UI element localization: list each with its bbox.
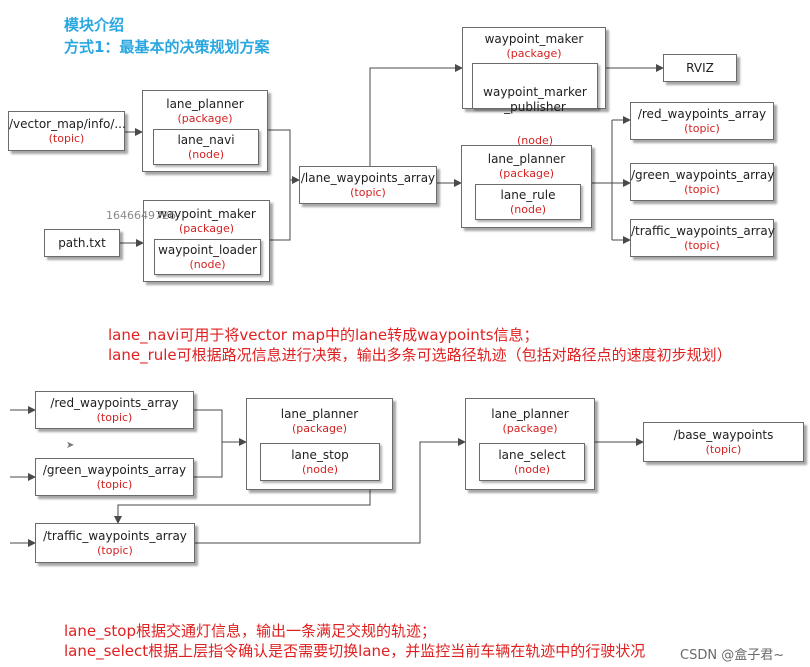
package-lane-planner-navi: lane_planner (package) lane_navi (node)	[142, 90, 268, 172]
package-waypoint-maker-loader: waypoint_maker (package) waypoint_loader…	[143, 200, 270, 282]
node-name: lane_rule	[500, 188, 556, 202]
node-waypoint-loader: waypoint_loader (node)	[154, 239, 261, 275]
edge-loader-merge	[270, 180, 291, 241]
tool-rviz: RVIZ	[663, 54, 737, 82]
topic-name: /red_waypoints_array	[50, 396, 179, 410]
description-lane-stop: lane_stop根据交通灯信息，输出一条满足交规的轨迹；	[64, 622, 436, 640]
topic-tag: (topic)	[684, 239, 720, 252]
topic-tag: (topic)	[684, 122, 720, 135]
node-name: waypoint_loader	[158, 243, 257, 257]
node-tag: (node)	[189, 258, 226, 271]
topic-tag: (topic)	[350, 186, 386, 199]
topic-green-waypoints-top: /green_waypoints_array (topic)	[630, 163, 774, 201]
node-name: waypoint_marker _publisher	[483, 85, 587, 114]
topic-tag: (topic)	[48, 132, 85, 145]
topic-tag: (topic)	[684, 183, 720, 196]
description-lane-navi: lane_navi可用于将vector map中的lane转成waypoints…	[108, 326, 539, 344]
package-tag: (package)	[498, 167, 555, 180]
page-subtitle: 方式1：最基本的决策规划方案	[64, 38, 270, 56]
file-path-txt: path.txt	[44, 229, 120, 257]
package-name: lane_planner	[280, 407, 359, 421]
watermark: CSDN @盒子君~	[680, 648, 785, 663]
package-lane-planner-stop: lane_planner (package) lane_stop (node)	[246, 398, 393, 490]
topic-lane-waypoints-array: /lane_waypoints_array (topic)	[299, 166, 437, 204]
page-title: 模块介绍	[64, 16, 125, 34]
package-name: waypoint_maker	[484, 32, 584, 46]
topic-red-waypoints-bottom: /red_waypoints_array (topic)	[35, 391, 194, 429]
package-name: lane_planner	[487, 152, 566, 166]
node-tag: (node)	[516, 134, 554, 147]
topic-name: /red_waypoints_array	[637, 107, 767, 121]
edge-traffic-to-select	[195, 438, 466, 544]
package-name: lane_planner	[491, 407, 569, 421]
topic-vector-map: /vector_map/info/... (topic)	[8, 111, 126, 151]
topic-name: /green_waypoints_array	[42, 463, 187, 477]
package-name: lane_planner	[166, 97, 244, 111]
topic-name: /traffic_waypoints_array	[631, 224, 775, 238]
topic-tag: (topic)	[96, 411, 133, 424]
stray-number-overlay: 1646649726	[106, 209, 176, 222]
node-tag: (node)	[513, 463, 551, 476]
package-tag: (package)	[178, 222, 235, 235]
topic-name: /base_waypoints	[673, 428, 774, 442]
tool-name: RVIZ	[686, 61, 714, 75]
node-lane-rule: lane_rule (node)	[475, 184, 581, 220]
node-name: lane_stop	[291, 448, 349, 462]
description-lane-select: lane_select根据上层指令确认是否需要切换lane，并监控当前车辆在轨迹…	[64, 642, 646, 660]
edge-red-merge	[194, 409, 223, 442]
topic-traffic-waypoints-bottom: /traffic_waypoints_array (topic)	[35, 523, 195, 563]
node-tag: (node)	[301, 463, 339, 476]
node-waypoint-marker-publisher: waypoint_marker _publisher (node)	[472, 63, 598, 147]
package-lane-planner-select: lane_planner (package) lane_select (node…	[465, 398, 595, 490]
edge-green-merge	[194, 442, 223, 478]
edge-stop-to-traffic	[114, 490, 371, 524]
topic-base-waypoints: /base_waypoints (topic)	[643, 422, 804, 462]
package-waypoint-maker-publisher: waypoint_maker (package) waypoint_marker…	[462, 27, 606, 147]
node-tag: (node)	[187, 148, 225, 161]
topic-green-waypoints-bottom: /green_waypoints_array (topic)	[35, 458, 194, 496]
topic-red-waypoints-top: /red_waypoints_array (topic)	[630, 102, 774, 140]
node-tag: (node)	[509, 203, 547, 216]
topic-traffic-waypoints-top: /traffic_waypoints_array (topic)	[630, 219, 775, 257]
package-tag: (package)	[177, 112, 233, 125]
node-lane-navi: lane_navi (node)	[153, 129, 259, 165]
node-lane-select: lane_select (node)	[479, 443, 585, 481]
topic-name: /traffic_waypoints_array	[43, 529, 187, 543]
topic-name: /green_waypoints_array	[631, 168, 775, 182]
package-lane-planner-rule: lane_planner (package) lane_rule (node)	[461, 145, 592, 228]
file-name: path.txt	[58, 236, 106, 250]
node-name: lane_select	[498, 448, 566, 462]
package-tag: (package)	[291, 422, 348, 435]
package-tag: (package)	[506, 47, 562, 60]
topic-tag: (topic)	[96, 478, 133, 491]
package-name: waypoint_maker	[157, 207, 256, 221]
package-tag: (package)	[502, 422, 558, 435]
node-lane-stop: lane_stop (node)	[260, 443, 380, 481]
mouse-cursor-icon: ➤	[66, 440, 75, 451]
topic-name: /lane_waypoints_array	[300, 171, 436, 185]
topic-name: /vector_map/info/...	[9, 117, 126, 131]
edge-lane-waypoints-to-publisher	[369, 64, 463, 166]
topic-tag: (topic)	[705, 443, 742, 456]
edge-lane-navi-merge	[268, 129, 291, 180]
description-lane-rule: lane_rule可根据路况信息进行决策，输出多条可选路径轨迹（包括对路径点的速…	[108, 346, 732, 364]
topic-tag: (topic)	[97, 544, 133, 557]
node-name: lane_navi	[177, 133, 235, 147]
